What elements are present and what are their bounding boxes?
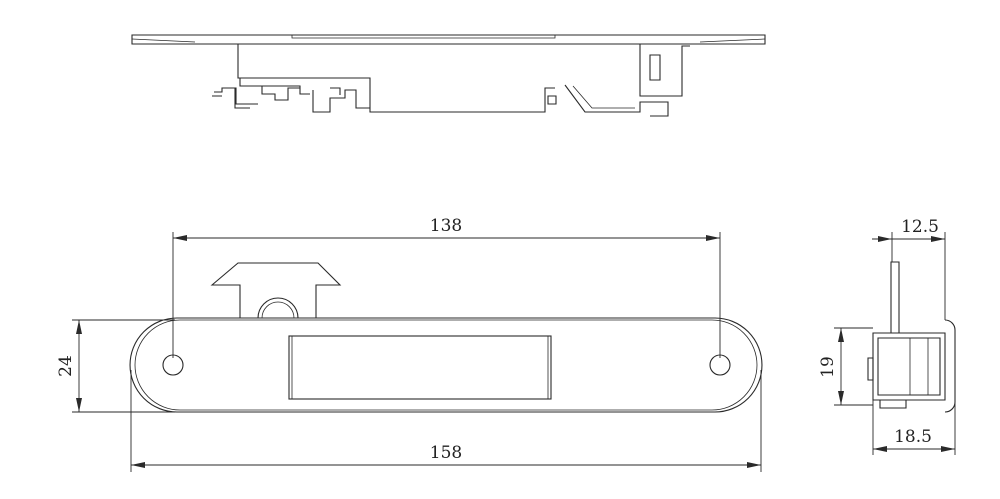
dimension-overall-length-label: 158 bbox=[430, 443, 462, 463]
front-view bbox=[129, 262, 763, 413]
dimension-top-depth: 12.5 bbox=[872, 217, 946, 320]
front-view-slot bbox=[288, 335, 552, 400]
front-view-hook bbox=[210, 262, 342, 319]
side-view-body bbox=[872, 332, 946, 401]
dimension-bottom-depth-label: 18.5 bbox=[894, 427, 932, 447]
top-view-body bbox=[237, 44, 555, 113]
dimension-hole-spacing-label: 138 bbox=[430, 216, 462, 236]
dimension-body-height-label: 19 bbox=[818, 356, 838, 378]
dimension-plate-height: 24 bbox=[56, 319, 175, 413]
dimension-overall-length: 158 bbox=[130, 370, 762, 472]
top-view-mechanism bbox=[639, 44, 690, 97]
side-view-knob bbox=[944, 319, 956, 413]
front-view-face-plate bbox=[129, 317, 763, 413]
top-view bbox=[131, 34, 766, 117]
dimension-top-depth-label: 12.5 bbox=[901, 217, 939, 237]
dimension-hole-spacing: 138 bbox=[172, 216, 721, 358]
dimension-body-height: 19 bbox=[818, 327, 873, 406]
side-view-tab bbox=[890, 261, 900, 334]
top-view-latch bbox=[212, 87, 258, 105]
front-view-roller bbox=[257, 297, 299, 319]
side-view bbox=[867, 261, 956, 413]
top-view-face-plate bbox=[131, 34, 766, 45]
dimension-bottom-depth: 18.5 bbox=[872, 400, 956, 455]
dimension-plate-height-label: 24 bbox=[56, 355, 76, 377]
